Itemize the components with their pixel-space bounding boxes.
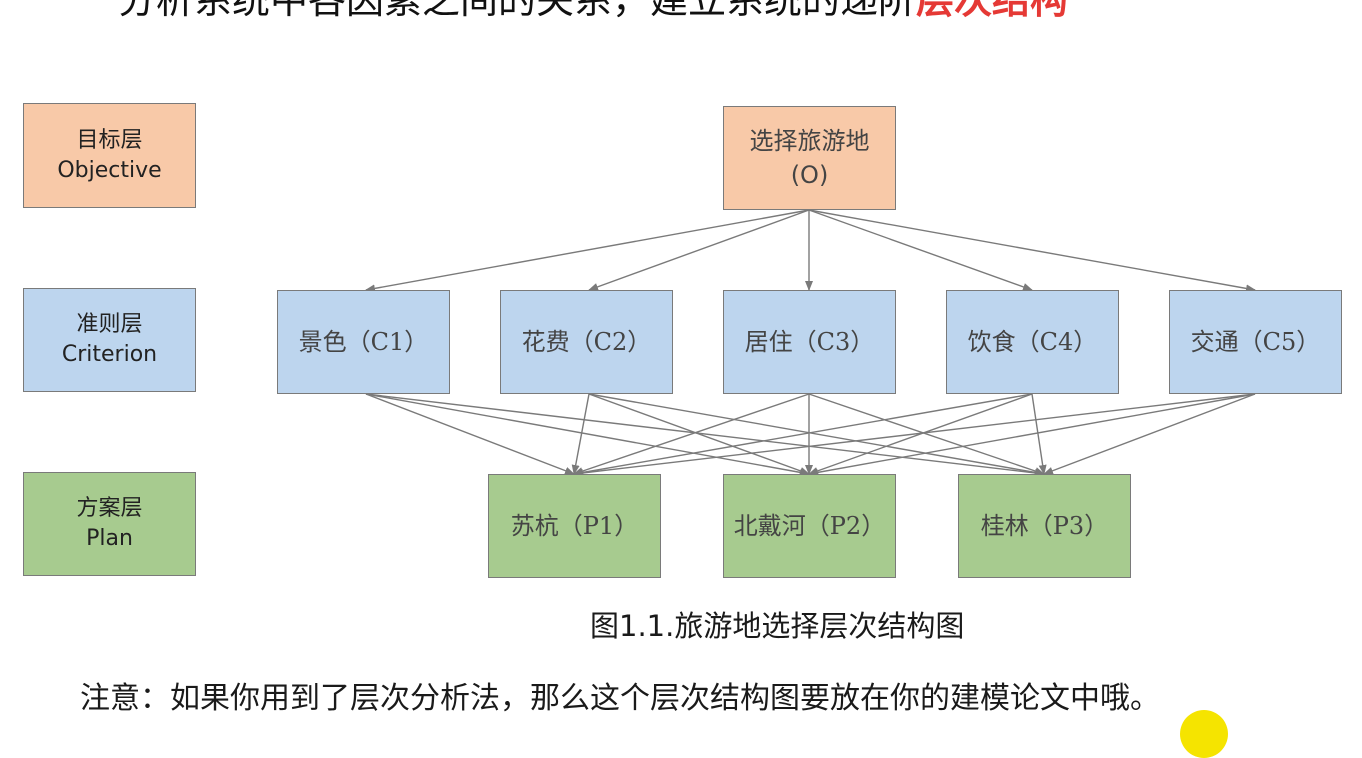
connector-c2-to-p1 [571,393,590,475]
goal-to-criteria-links [365,209,1256,293]
criterion-node-label: 花费（C2） [521,328,652,356]
plan-node-p2: 北戴河（P2） [723,474,896,578]
level-criterion-cn: 准则层 [76,312,143,337]
criterion-node-c2: 花费（C2） [500,290,673,394]
slide-heading-fragment: 分析系统中各因素之间的关系，建立系统的递阶层次结构 [118,0,1338,26]
criterion-node-c4: 饮食（C4） [946,290,1119,394]
criterion-node-c3: 居住（C3） [723,290,896,394]
connector-c5-to-p2 [808,393,1256,477]
plan-node-label: 北戴河（P2） [733,512,886,540]
connector-c2-to-p3 [588,393,1045,477]
level-criterion-box: 准则层 Criterion [23,288,196,392]
level-objective-box: 目标层 Objective [23,103,196,208]
criteria-to-plans-links [365,393,1256,477]
criterion-node-label: 景色（C1） [298,328,429,356]
slide-heading-text: 分析系统中各因素之间的关系，建立系统的递阶 [118,0,917,22]
connector-c4-to-p2 [808,393,1033,475]
connector-c1-to-p2 [365,393,810,477]
slide-heading-highlight: 层次结构 [916,0,1069,22]
level-objective-cn: 目标层 [76,127,143,153]
hierarchy-connectors [365,209,1256,477]
criterion-node-c1: 景色（C1） [277,290,450,394]
connector-goal-to-c5 [808,209,1256,293]
connector-c4-to-p3 [1031,393,1047,475]
connector-c4-to-p1 [573,393,1033,477]
plan-node-p3: 桂林（P3） [958,474,1131,578]
goal-node-code: (O) [790,161,829,189]
level-objective-en: Objective [57,157,162,183]
goal-node-title: 选择旅游地 [749,127,870,155]
connector-c2-to-p2 [588,393,810,475]
connector-goal-to-c1 [365,209,810,293]
connector-goal-to-c2 [588,209,810,291]
figure-caption: 图1.1.旅游地选择层次结构图 [590,609,965,643]
level-plan-box: 方案层 Plan [23,472,196,576]
criterion-node-label: 居住（C3） [744,328,875,356]
connector-goal-to-c4 [808,209,1033,291]
criterion-node-c5: 交通（C5） [1169,290,1342,394]
criterion-node-label: 交通（C5） [1190,328,1321,356]
level-plan-cn: 方案层 [76,496,143,521]
footnote-text: 注意：如果你用到了层次分析法，那么这个层次结构图要放在你的建模论文中哦。 [80,681,1160,716]
level-criterion-en: Criterion [61,342,158,367]
connector-c5-to-p1 [573,393,1256,477]
level-plan-en: Plan [86,526,133,551]
pointer-highlight [1180,710,1228,758]
criterion-node-label: 饮食（C4） [967,328,1098,356]
connector-c1-to-p3 [365,393,1045,477]
goal-node: 选择旅游地 (O) [723,106,896,210]
connector-c5-to-p3 [1043,393,1256,475]
plan-node-label: 苏杭（P1） [510,512,639,540]
connector-c3-to-p1 [573,393,810,475]
plan-node-label: 桂林（P3） [980,512,1109,540]
connector-c1-to-p1 [365,393,575,475]
connector-c3-to-p3 [808,393,1045,475]
plan-node-p1: 苏杭（P1） [488,474,661,578]
